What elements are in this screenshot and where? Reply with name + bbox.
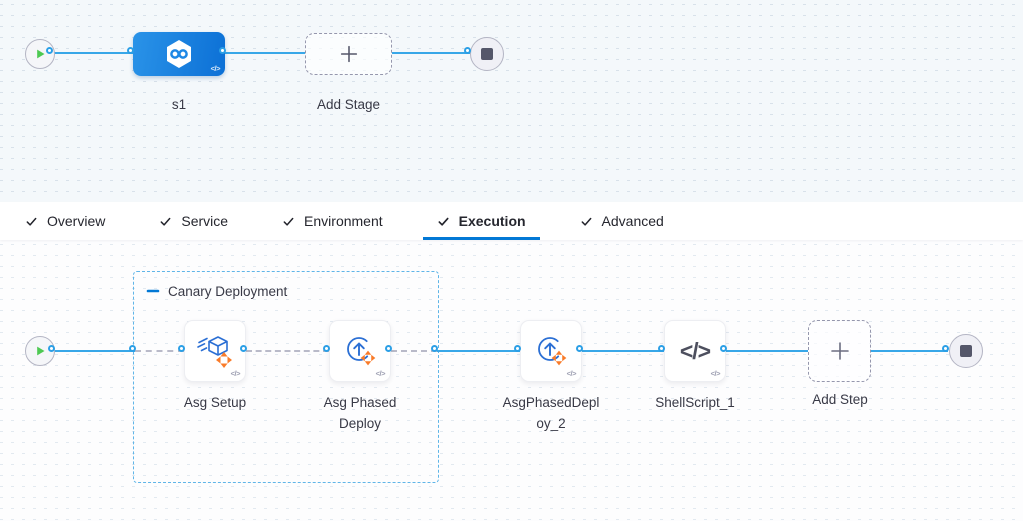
tab-label: Service xyxy=(181,213,229,229)
connector-port[interactable] xyxy=(219,47,226,54)
asg-phased-deploy-icon xyxy=(347,337,376,366)
step-label: Asg Setup xyxy=(183,395,247,410)
tab-label: Overview xyxy=(47,213,106,229)
stop-icon xyxy=(481,48,493,60)
connector-line xyxy=(437,350,520,352)
execution-graph-canvas: Canary Deployment </> xyxy=(0,240,1023,521)
step-card-shellscript-1[interactable]: </> </> xyxy=(664,320,726,382)
check-icon xyxy=(159,215,172,228)
connector-port[interactable] xyxy=(385,345,392,352)
tab-label: Execution xyxy=(458,213,526,229)
asg-phased-deploy-icon xyxy=(538,337,567,366)
code-icon: </> xyxy=(375,369,386,378)
check-icon xyxy=(25,215,38,228)
check-icon xyxy=(282,215,295,228)
connector-port[interactable] xyxy=(942,345,949,352)
add-step-button[interactable] xyxy=(808,320,871,382)
asg-setup-icon xyxy=(197,336,232,368)
check-icon xyxy=(437,215,450,228)
connector-port[interactable] xyxy=(178,345,185,352)
connector-line xyxy=(225,52,305,54)
stage-graph-canvas: </> s1 Add Stage xyxy=(0,0,1023,202)
tab-service[interactable]: Service xyxy=(145,202,242,240)
connector-port[interactable] xyxy=(127,47,134,54)
connector-line xyxy=(391,350,437,352)
code-icon: </> xyxy=(230,369,241,378)
step-label: Asg Phased Deploy xyxy=(323,395,397,431)
code-icon: </> xyxy=(210,64,221,73)
collapse-group-button[interactable] xyxy=(146,284,160,298)
step-card-asg-phased-deploy-2[interactable]: </> xyxy=(520,320,582,382)
tab-execution[interactable]: Execution xyxy=(423,202,540,240)
pipeline-end-node xyxy=(470,37,504,71)
tab-environment[interactable]: Environment xyxy=(268,202,397,240)
harness-cd-icon xyxy=(167,40,191,68)
connector-line xyxy=(582,350,664,352)
check-icon xyxy=(580,215,593,228)
add-stage-button[interactable] xyxy=(305,33,392,75)
connector-port[interactable] xyxy=(514,345,521,352)
tab-label: Advanced xyxy=(601,213,664,229)
code-icon: </> xyxy=(566,369,577,378)
stage-config-tabbar: Overview Service Environment Execution A… xyxy=(0,202,1023,240)
connector-line xyxy=(246,350,329,352)
connector-port[interactable] xyxy=(46,47,53,54)
stage-node-s1[interactable]: </> xyxy=(133,32,225,76)
add-stage-label: Add Stage xyxy=(316,97,381,112)
connector-line xyxy=(392,52,473,54)
add-step-label: Add Step xyxy=(812,392,868,407)
stop-icon xyxy=(960,345,972,357)
connector-line xyxy=(135,350,184,352)
connector-port[interactable] xyxy=(323,345,330,352)
step-label: AsgPhasedDeploy_2 xyxy=(502,395,600,431)
step-label: ShellScript_1 xyxy=(655,395,735,410)
play-icon xyxy=(37,49,45,59)
connector-port[interactable] xyxy=(576,345,583,352)
plus-icon xyxy=(830,342,849,360)
tab-advanced[interactable]: Advanced xyxy=(566,202,678,240)
connector-port[interactable] xyxy=(431,345,438,352)
code-icon: </> xyxy=(710,369,721,378)
step-group-canary-deployment xyxy=(133,271,439,483)
connector-line xyxy=(54,350,135,352)
connector-port[interactable] xyxy=(464,47,471,54)
connector-line xyxy=(726,350,808,352)
plus-icon xyxy=(340,45,357,63)
minus-icon xyxy=(146,289,160,293)
connector-port[interactable] xyxy=(658,345,665,352)
stage-label: s1 xyxy=(171,97,187,112)
execution-end-node xyxy=(949,334,983,368)
connector-line xyxy=(871,350,948,352)
pipeline-start-node xyxy=(25,39,55,69)
connector-line xyxy=(52,52,133,54)
connector-port[interactable] xyxy=(129,345,136,352)
play-icon xyxy=(37,346,45,356)
tab-label: Environment xyxy=(304,213,383,229)
tab-overview[interactable]: Overview xyxy=(11,202,119,240)
group-label: Canary Deployment xyxy=(168,284,288,299)
step-card-asg-setup[interactable]: </> xyxy=(184,320,246,382)
connector-port[interactable] xyxy=(720,345,727,352)
connector-port[interactable] xyxy=(240,345,247,352)
connector-port[interactable] xyxy=(48,345,55,352)
shell-script-icon: </> xyxy=(679,337,711,364)
step-card-asg-phased-deploy[interactable]: </> xyxy=(329,320,391,382)
